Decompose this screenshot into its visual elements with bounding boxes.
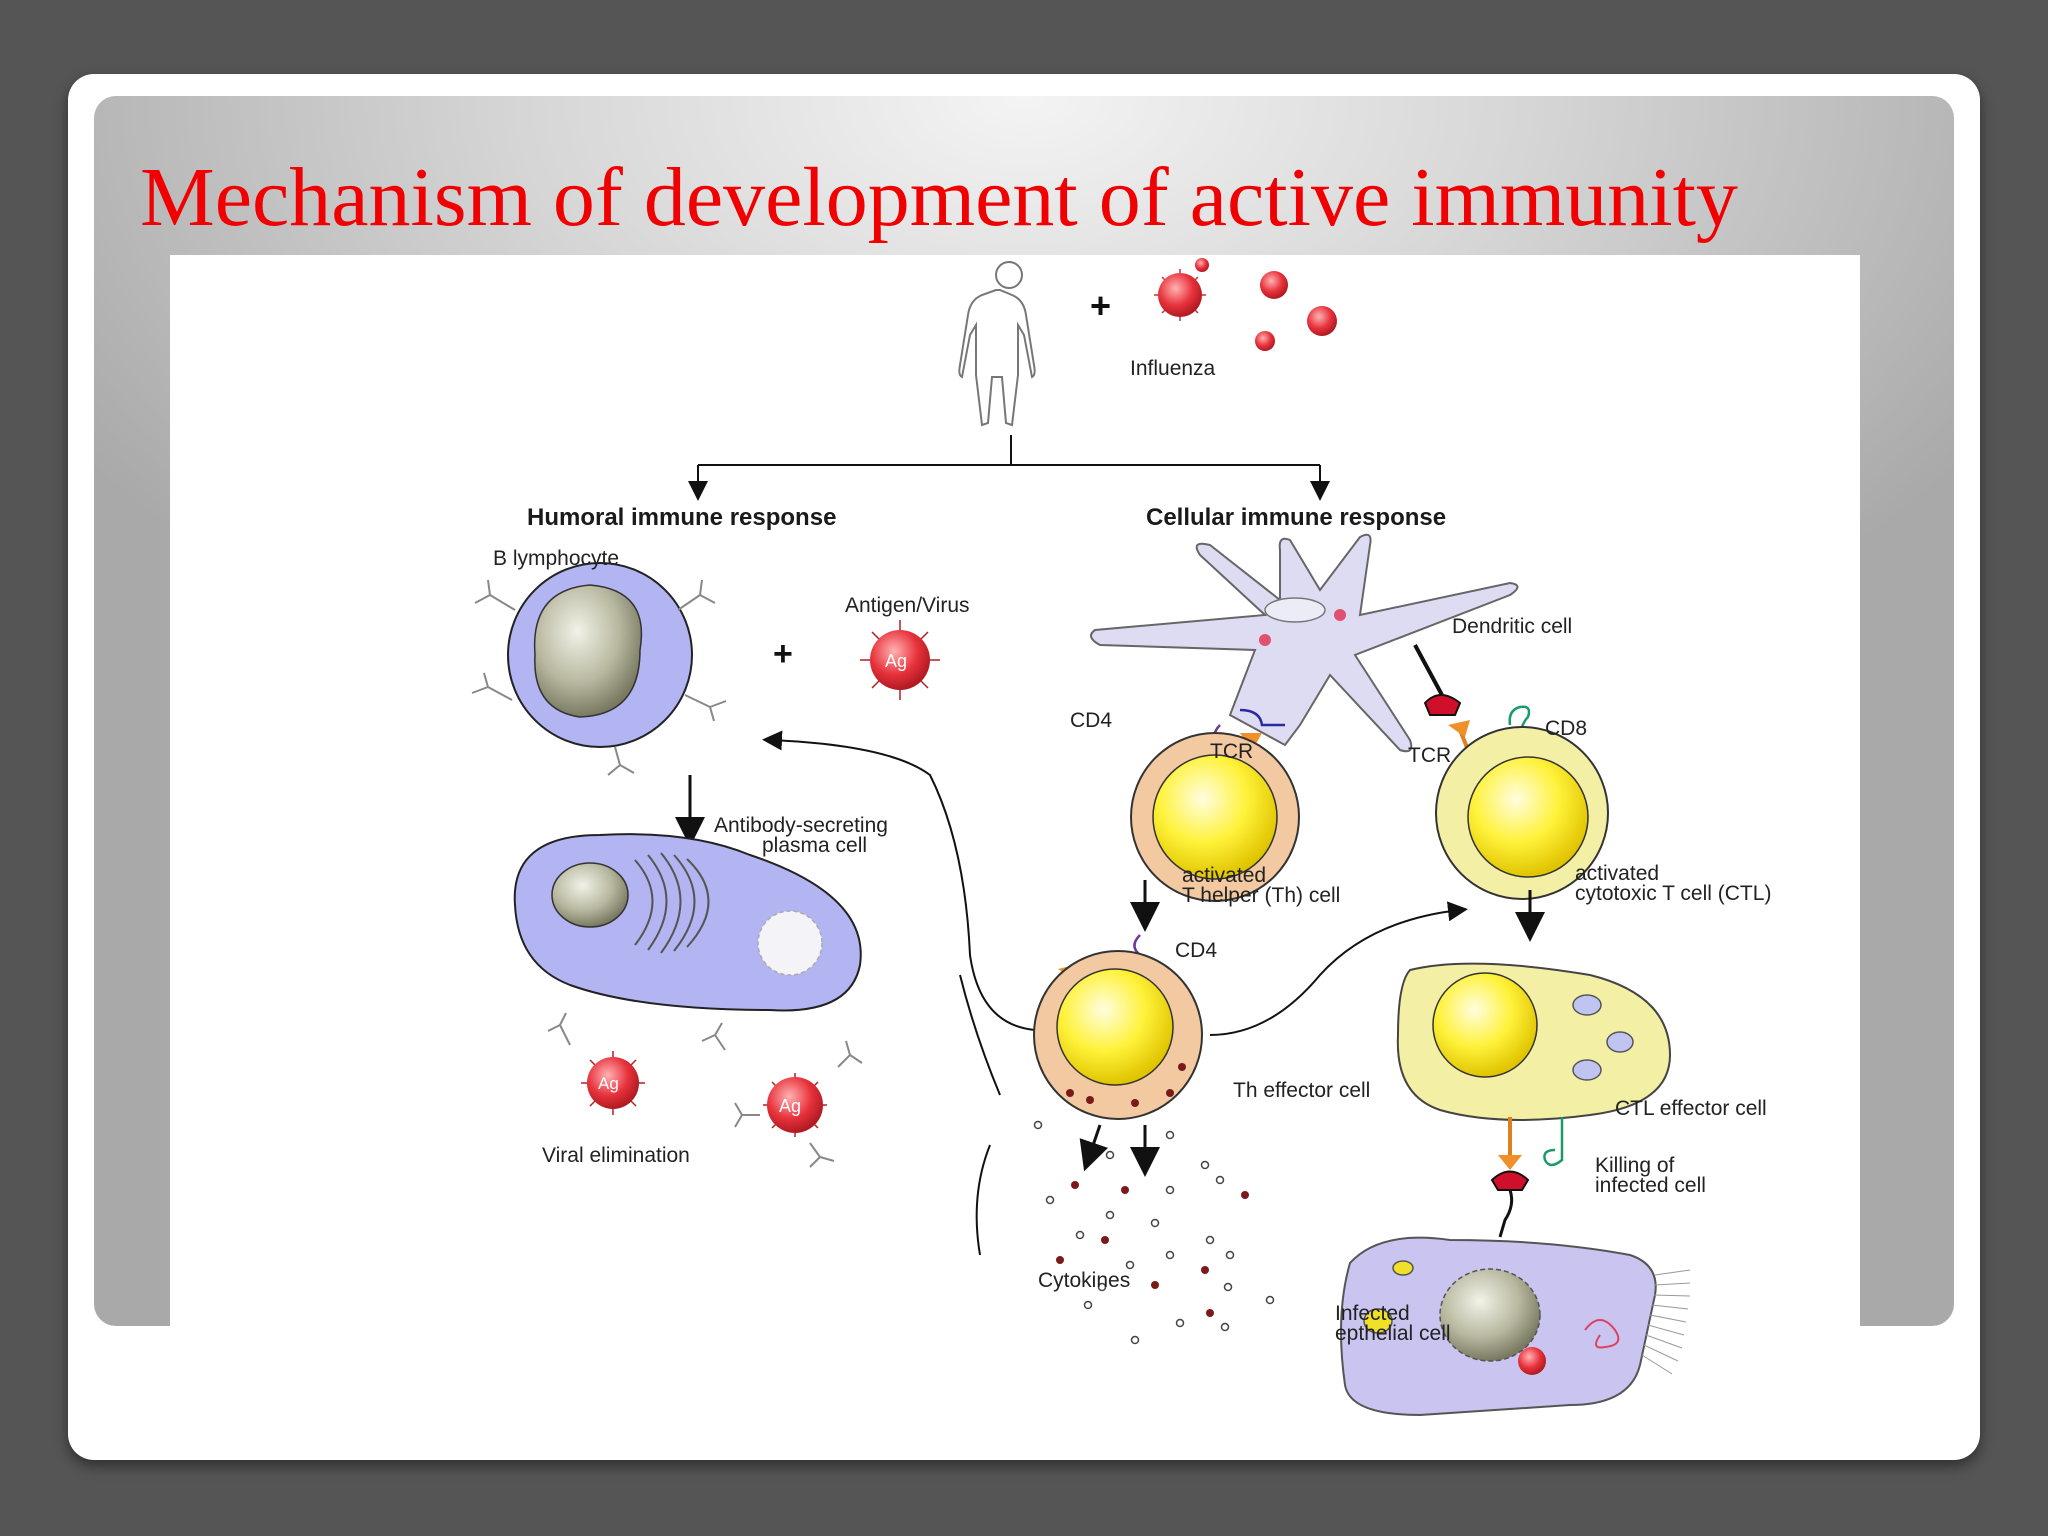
cd4-label-effector: CD4	[1175, 939, 1218, 962]
th-effector-cell	[1033, 934, 1203, 1120]
cytokines-label: Cytokines	[1038, 1269, 1131, 1292]
th-cell-label-line2: T helper (Th) cell	[1182, 884, 1341, 907]
immunity-diagram: +	[170, 255, 1860, 1437]
tcr-label-ctl: TCR	[1408, 744, 1452, 767]
plasma-cell-label-line1: Antibody-secreting	[714, 814, 888, 837]
dendritic-cell	[1090, 533, 1519, 753]
killing-label-line1: Killing of	[1595, 1154, 1675, 1177]
killing-label-line2: infected cell	[1595, 1174, 1706, 1197]
infected-epithelial-cell	[1340, 1236, 1691, 1417]
arrow-th-effector-to-ctl	[1209, 901, 1468, 1036]
plus-sign-humoral: +	[773, 635, 793, 673]
antigen-virus-icon	[860, 620, 940, 700]
activated-th-cell	[1130, 708, 1300, 902]
infected-cell-label-line2: epthelial cell	[1335, 1322, 1451, 1345]
human-body-icon	[958, 261, 1036, 427]
activated-ctl-cell	[1413, 644, 1609, 900]
plus-sign-top: +	[1090, 285, 1111, 326]
antigen-tag-right: Ag	[779, 1096, 802, 1116]
th-cell-label-line1: activated	[1182, 864, 1267, 887]
feedback-line-tail	[975, 1144, 991, 1256]
viral-elimination-label: Viral elimination	[542, 1144, 690, 1167]
dendritic-cell-label: Dendritic cell	[1452, 615, 1573, 638]
antigen-tag-main: Ag	[885, 651, 908, 671]
plasma-cell-label-line2: plasma cell	[762, 834, 868, 857]
cd8-label: CD8	[1545, 717, 1588, 740]
feedback-arrow-to-b-cell	[762, 730, 1036, 1031]
cytokines-group	[1033, 1120, 1275, 1345]
diagram-graphics: +	[471, 258, 1691, 1417]
influenza-label: Influenza	[1130, 357, 1216, 380]
infected-cell-label-line1: Infected	[1335, 1302, 1410, 1325]
b-lymphocyte-label: B lymphocyte	[493, 547, 620, 570]
humoral-response-heading: Humoral immune response	[527, 504, 837, 531]
ctl-label-line2: cytotoxic T cell (CTL)	[1575, 882, 1772, 905]
feedback-line-lower	[959, 974, 1001, 1096]
cd4-label-top: CD4	[1070, 709, 1113, 732]
killing-interaction	[1490, 1117, 1564, 1238]
plasma-cell	[513, 833, 862, 1012]
antigen-tag-left: Ag	[598, 1074, 619, 1093]
branch-arrows	[688, 435, 1330, 501]
ctl-effector-cell	[1396, 962, 1672, 1121]
influenza-virus-icon	[1154, 258, 1337, 351]
ctl-label-line1: activated	[1575, 862, 1660, 885]
antigen-virus-label: Antigen/Virus	[845, 594, 970, 617]
b-lymphocyte-cell	[471, 562, 727, 776]
slide-title: Mechanism of development of active immun…	[140, 151, 1738, 244]
th-effector-label: Th effector cell	[1233, 1079, 1371, 1102]
tcr-label-th: TCR	[1210, 740, 1254, 763]
cellular-response-heading: Cellular immune response	[1146, 504, 1447, 531]
ctl-effector-label: CTL effector cell	[1615, 1097, 1767, 1120]
viral-elimination-group	[547, 1012, 863, 1168]
